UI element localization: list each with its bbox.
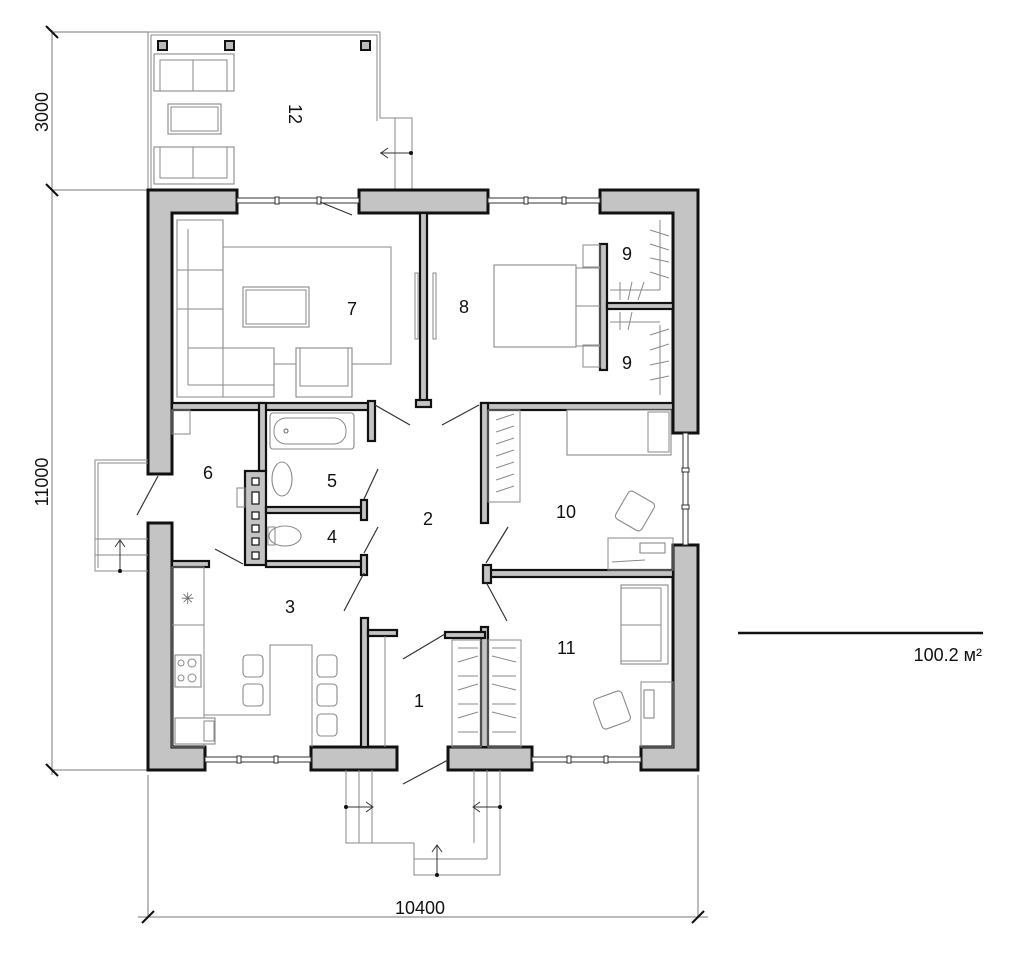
room-label-2: 2 [423,509,433,529]
room-label-5: 5 [327,471,337,491]
toilet-icon [268,525,302,547]
room-label-3: 3 [285,597,295,617]
dim-house-width: 10400 [395,898,445,918]
chair-icon [242,654,338,737]
post-icon [157,40,168,51]
post-icon [360,40,371,51]
exhaust-icon: ✳ [181,591,194,608]
terrace [147,31,413,190]
bathtub-icon [269,412,355,450]
dim-house-height: 11000 [32,458,52,507]
desk-icon [607,537,674,571]
armchair-icon [295,347,353,398]
kitchen-furniture: ✳ [171,566,386,748]
dim-terrace-depth: 3000 [32,92,52,132]
room-label-9-lower: 9 [622,353,632,373]
room-10-furniture [487,409,674,571]
room-label-9-upper: 9 [622,244,632,264]
bed-icon [493,264,577,348]
room-label-11: 11 [557,638,576,658]
coffee-table-icon [167,103,222,135]
front-steps [344,770,502,877]
room-label-8: 8 [459,297,469,317]
post-icon [224,40,235,51]
total-area: 100.2 м² [914,645,982,665]
exterior-walls [146,188,700,772]
coffee-table-icon [242,286,310,328]
office-chair-icon [614,490,656,532]
doors [136,404,509,785]
room-label-12: 12 [285,104,305,124]
living-room-furniture [176,219,437,398]
room-label-10: 10 [556,502,576,522]
bathroom-fixtures [171,409,355,547]
interior-walls [170,211,675,749]
room-labels: 1 2 3 4 5 6 7 8 9 9 10 11 12 [203,104,632,711]
desk-icon [640,681,674,748]
room-11-furniture [451,584,674,748]
room-label-6: 6 [203,463,213,483]
sink-icon [271,461,293,497]
room-label-4: 4 [327,527,337,547]
room-label-1: 1 [414,691,424,711]
office-chair-icon [593,690,631,730]
kitchen-sink-icon [174,717,216,745]
stove-icon [174,654,202,688]
bedroom-furniture [493,244,601,368]
bed-icon [566,409,672,456]
keyboard-icon [643,689,655,719]
room-label-7: 7 [347,299,357,319]
dimension-lines [45,25,708,924]
keyboard-icon [639,542,666,554]
side-steps [94,459,148,573]
closet-hangers [610,220,670,395]
windows [204,196,690,764]
corner-sofa-icon [176,219,275,398]
